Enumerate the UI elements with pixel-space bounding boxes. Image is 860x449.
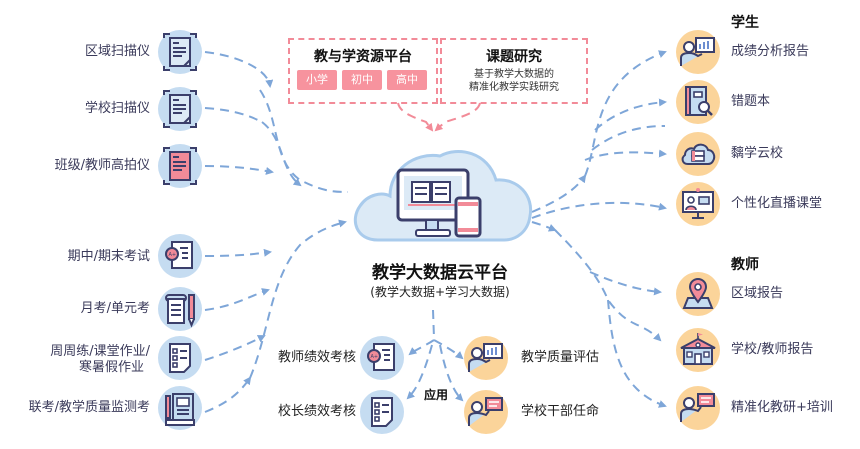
research-title: 课题研究	[486, 49, 542, 65]
svg-text:A+: A+	[371, 354, 379, 360]
scanner-icon	[158, 30, 202, 74]
svg-text:A+: A+	[169, 252, 177, 258]
applications-label: 应用	[424, 388, 449, 402]
map-pin-icon	[676, 272, 720, 316]
label-regional-scanner: 区域扫描仪	[84, 44, 150, 59]
graded-paper-icon: A+	[360, 336, 404, 380]
label-monthly-unit-exam: 月考/单元考	[80, 301, 150, 316]
tag-middle-school[interactable]: 初中	[342, 70, 382, 90]
label-school-teacher-report: 学校/教师报告	[731, 342, 814, 357]
students-header: 学生	[731, 15, 759, 31]
presenter-chart-icon	[676, 30, 720, 74]
arrow-from-resource-platform	[397, 102, 434, 132]
cloud-platform-icon	[354, 150, 533, 242]
book-search-icon	[676, 80, 720, 124]
label-mistake-book: 错题本	[731, 94, 771, 109]
arrow-regional-scanner	[204, 51, 274, 88]
tag-primary-school[interactable]: 小学	[297, 70, 337, 90]
label-principal-performance: 校长绩效考核	[277, 404, 356, 419]
school-building-icon	[676, 328, 720, 372]
label-teacher-performance: 教师绩效考核	[277, 350, 356, 365]
presenter-chart-icon	[464, 336, 508, 380]
research-box	[440, 38, 588, 104]
live-class-icon	[676, 182, 720, 226]
tag-high-school[interactable]: 高中	[387, 70, 427, 90]
scroll-pen-icon	[158, 287, 202, 331]
document-camera-icon	[158, 144, 202, 188]
label-class-camera: 班级/教师高拍仪	[54, 158, 150, 173]
label-score-report: 成绩分析报告	[731, 44, 810, 59]
platform-title: 教学大数据云平台	[372, 263, 508, 283]
label-school-scanner: 学校扫描仪	[84, 101, 150, 116]
label-weekly-homework-line-1: 周周练/课堂作业/	[50, 344, 150, 359]
resource-platform-title: 教与学资源平台	[314, 49, 412, 65]
resource-platform-box	[288, 38, 438, 104]
platform-subtitle: (教学大数据+学习大数据)	[370, 285, 510, 299]
graded-paper-icon: A+	[158, 234, 202, 278]
label-live-class: 个性化直播课堂	[731, 196, 823, 211]
arrow-class-camera	[204, 165, 274, 175]
research-subtitle-line-1: 基于教学大数据的	[474, 69, 554, 80]
presenter-board-icon	[464, 390, 508, 434]
label-cloud-school: 黐学云校	[731, 146, 784, 161]
checklist-icon	[158, 336, 202, 380]
label-cadre-appointment: 学校干部任命	[521, 404, 600, 419]
label-joint-quality-exam: 联考/教学质量监测考	[28, 400, 150, 415]
notebook-ruler-icon	[158, 386, 202, 430]
arrow-school-scanner	[204, 107, 263, 123]
scanner-icon	[158, 87, 202, 131]
arrow-from-research	[434, 102, 481, 132]
cloud-server-icon	[676, 132, 720, 176]
label-midterm-final-exam: 期中/期末考试	[67, 249, 150, 264]
presenter-board-icon	[676, 386, 720, 430]
label-precise-research-training: 精准化教研+培训	[731, 400, 833, 415]
label-teaching-quality-evaluation: 教学质量评估	[521, 350, 600, 365]
teachers-header: 教师	[731, 257, 759, 273]
research-subtitle-line-2: 精准化教学实践研究	[469, 82, 559, 93]
label-regional-report: 区域报告	[731, 286, 784, 301]
checklist-icon	[360, 390, 404, 434]
label-weekly-homework-line-2: 寒暑假作业	[78, 360, 144, 375]
